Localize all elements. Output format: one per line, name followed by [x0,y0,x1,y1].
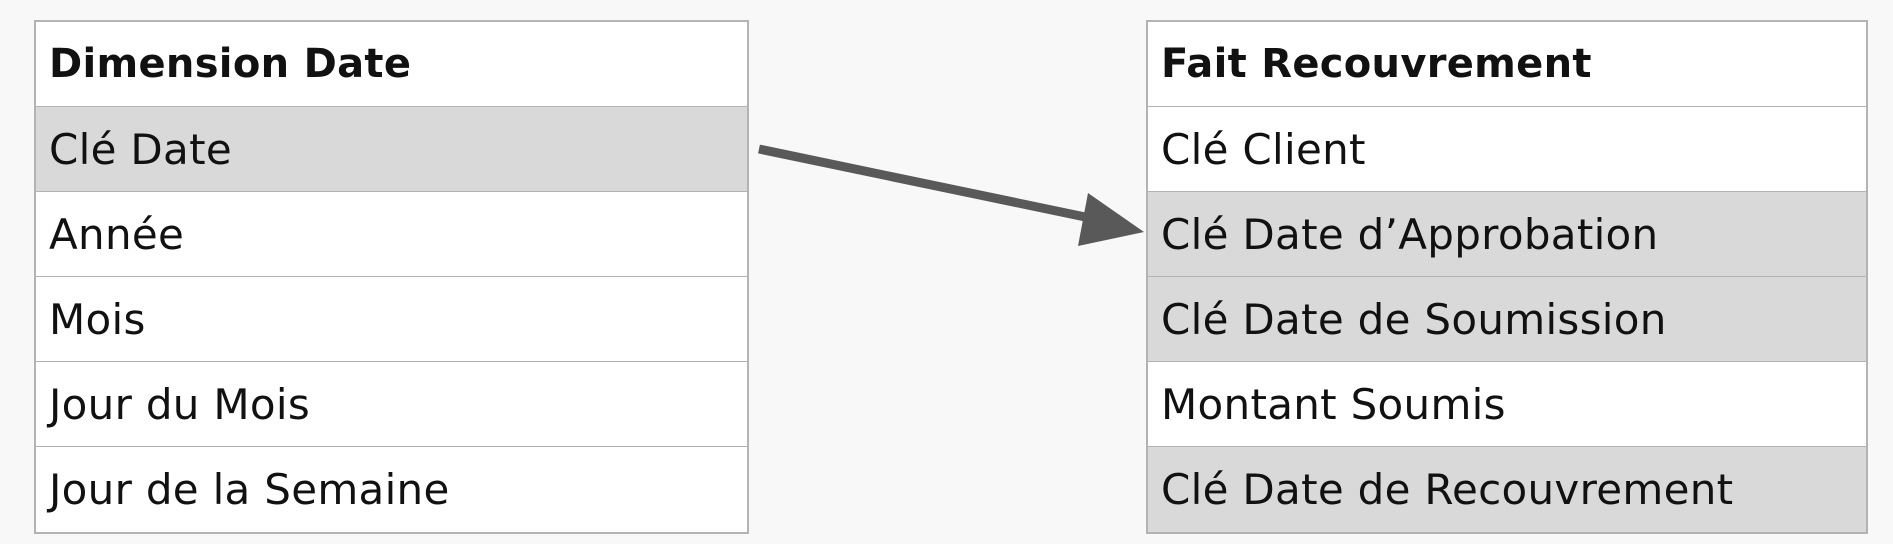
field-row: Montant Soumis [1148,362,1866,447]
field-row: Mois [36,277,747,362]
field-row: Clé Client [1148,107,1866,192]
field-row: Jour de la Semaine [49,465,450,514]
dimension-date-table: Dimension Date Clé Date Année Mois Jour … [34,20,749,534]
table-title: Dimension Date [36,22,747,107]
arrow-line [758,144,1091,223]
field-row: Année [36,192,747,277]
fait-recouvrement-table: Fait Recouvrement Clé Client Clé Date d’… [1146,20,1868,534]
field-row: Jour du Mois [36,362,747,447]
table-title: Fait Recouvrement [1148,22,1866,107]
field-row: Clé Date d’Approbation [1148,192,1866,277]
arrow-head-icon [1078,193,1144,246]
field-row: Clé Date de Soumission [1148,277,1866,362]
field-row: Clé Date de Recouvrement [1148,447,1866,532]
field-row: Clé Date [36,107,747,192]
